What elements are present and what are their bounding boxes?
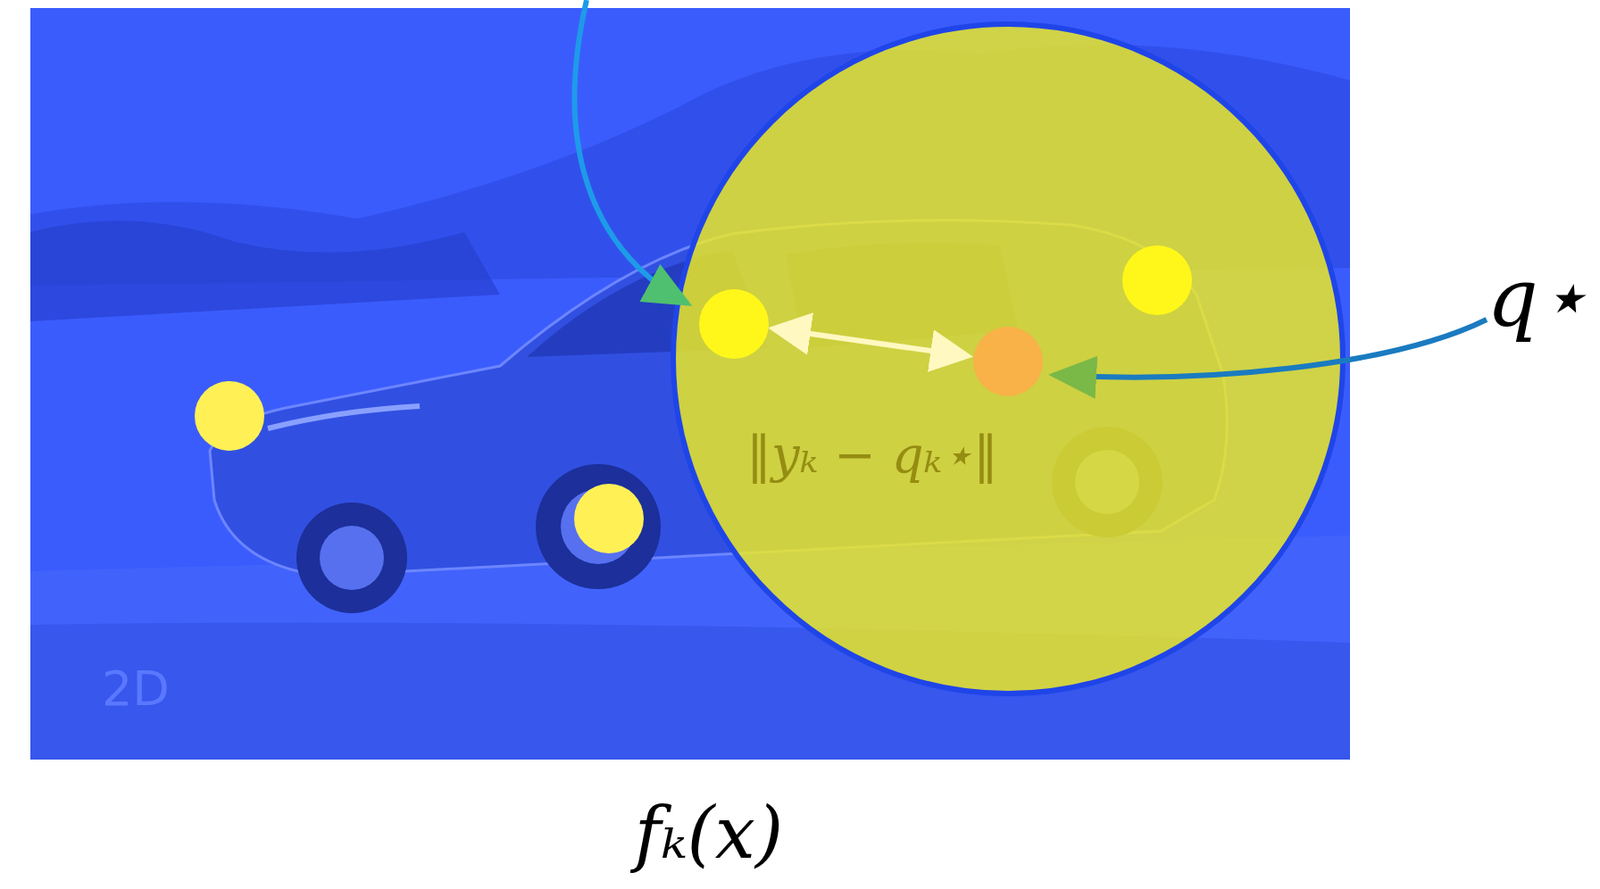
distance-label: ‖yₖ − qₖ⋆‖: [746, 427, 999, 484]
point-dot: [194, 381, 265, 451]
focus-circle: [673, 24, 1343, 694]
distance-arrow: [773, 328, 968, 357]
point-dot: [699, 289, 769, 359]
figure-caption: fₖ(x): [634, 794, 784, 874]
symbol-label: q⋆: [1486, 252, 1589, 342]
point-dot: [1122, 245, 1192, 316]
leader-arrow: [575, 0, 688, 304]
watermark-label: 2D: [101, 662, 170, 716]
leader-arrow: [1053, 319, 1487, 377]
point-dot: [574, 483, 644, 554]
car-photo: [30, 8, 1350, 760]
image-panel: 2D: [30, 8, 1350, 760]
query-dot: [973, 326, 1043, 397]
